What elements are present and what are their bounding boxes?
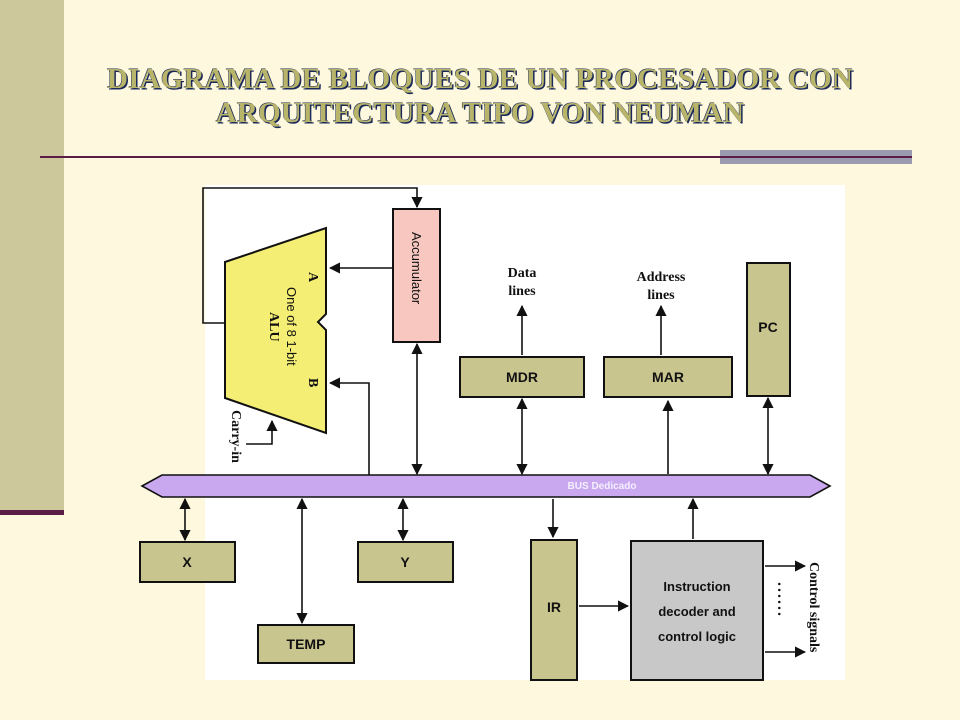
- instruction-decoder-block: [630, 540, 764, 681]
- decoder-label-3: control logic: [658, 629, 736, 644]
- pc-block: [746, 262, 791, 397]
- mar-label: MAR: [652, 369, 684, 385]
- y-register-label: Y: [400, 554, 410, 570]
- ir-label: IR: [547, 599, 561, 615]
- mdr-block: [459, 356, 585, 398]
- alu-sublabel: One of 8 1-bit: [284, 287, 299, 366]
- left-decorative-band: [0, 0, 64, 512]
- slide-title: DIAGRAMA DE BLOQUES DE UN PROCESADOR CON…: [40, 62, 920, 130]
- bus-to-alu-b-arrow: [328, 377, 370, 476]
- left-band-underline: [0, 510, 64, 515]
- mdr-label: MDR: [506, 369, 538, 385]
- control-dots: ......: [774, 582, 791, 618]
- alu-input-a-label: A: [305, 272, 320, 283]
- y-register-block: [357, 541, 454, 583]
- ir-block: [530, 539, 578, 681]
- data-lines-label-2: lines: [508, 284, 536, 299]
- title-line-1: DIAGRAMA DE BLOQUES DE UN PROCESADOR CON: [107, 63, 853, 95]
- pc-label: PC: [758, 319, 777, 335]
- data-lines-label-1: Data: [508, 266, 537, 281]
- x-register-block: [139, 541, 236, 583]
- x-register-label: X: [182, 554, 192, 570]
- decoder-label-2: decoder and: [658, 604, 735, 619]
- alu-label: ALU: [266, 312, 281, 342]
- address-lines-label-2: lines: [647, 288, 675, 303]
- title-line-2: ARQUITECTURA TIPO VON NEUMAN: [215, 97, 745, 129]
- alu-block: [224, 226, 327, 435]
- control-signals-label: Control signals: [806, 562, 821, 653]
- title-rule: [40, 156, 912, 158]
- carry-in-label: Carry-in: [228, 410, 243, 463]
- accumulator-label: Accumulator: [409, 232, 424, 305]
- alu-input-b-label: B: [305, 378, 320, 387]
- decoder-label-1: Instruction: [663, 579, 730, 594]
- temp-register-block: [257, 624, 355, 664]
- bus-label: BUS Dedicado: [568, 481, 637, 492]
- temp-register-label: TEMP: [287, 636, 326, 652]
- alu-feedback-arrow: [202, 187, 423, 324]
- mar-block: [603, 356, 733, 398]
- address-lines-label-1: Address: [637, 270, 686, 285]
- accumulator-block: [392, 208, 441, 343]
- bus-dedicado: [140, 474, 832, 498]
- carry-in-arrow: [246, 419, 278, 445]
